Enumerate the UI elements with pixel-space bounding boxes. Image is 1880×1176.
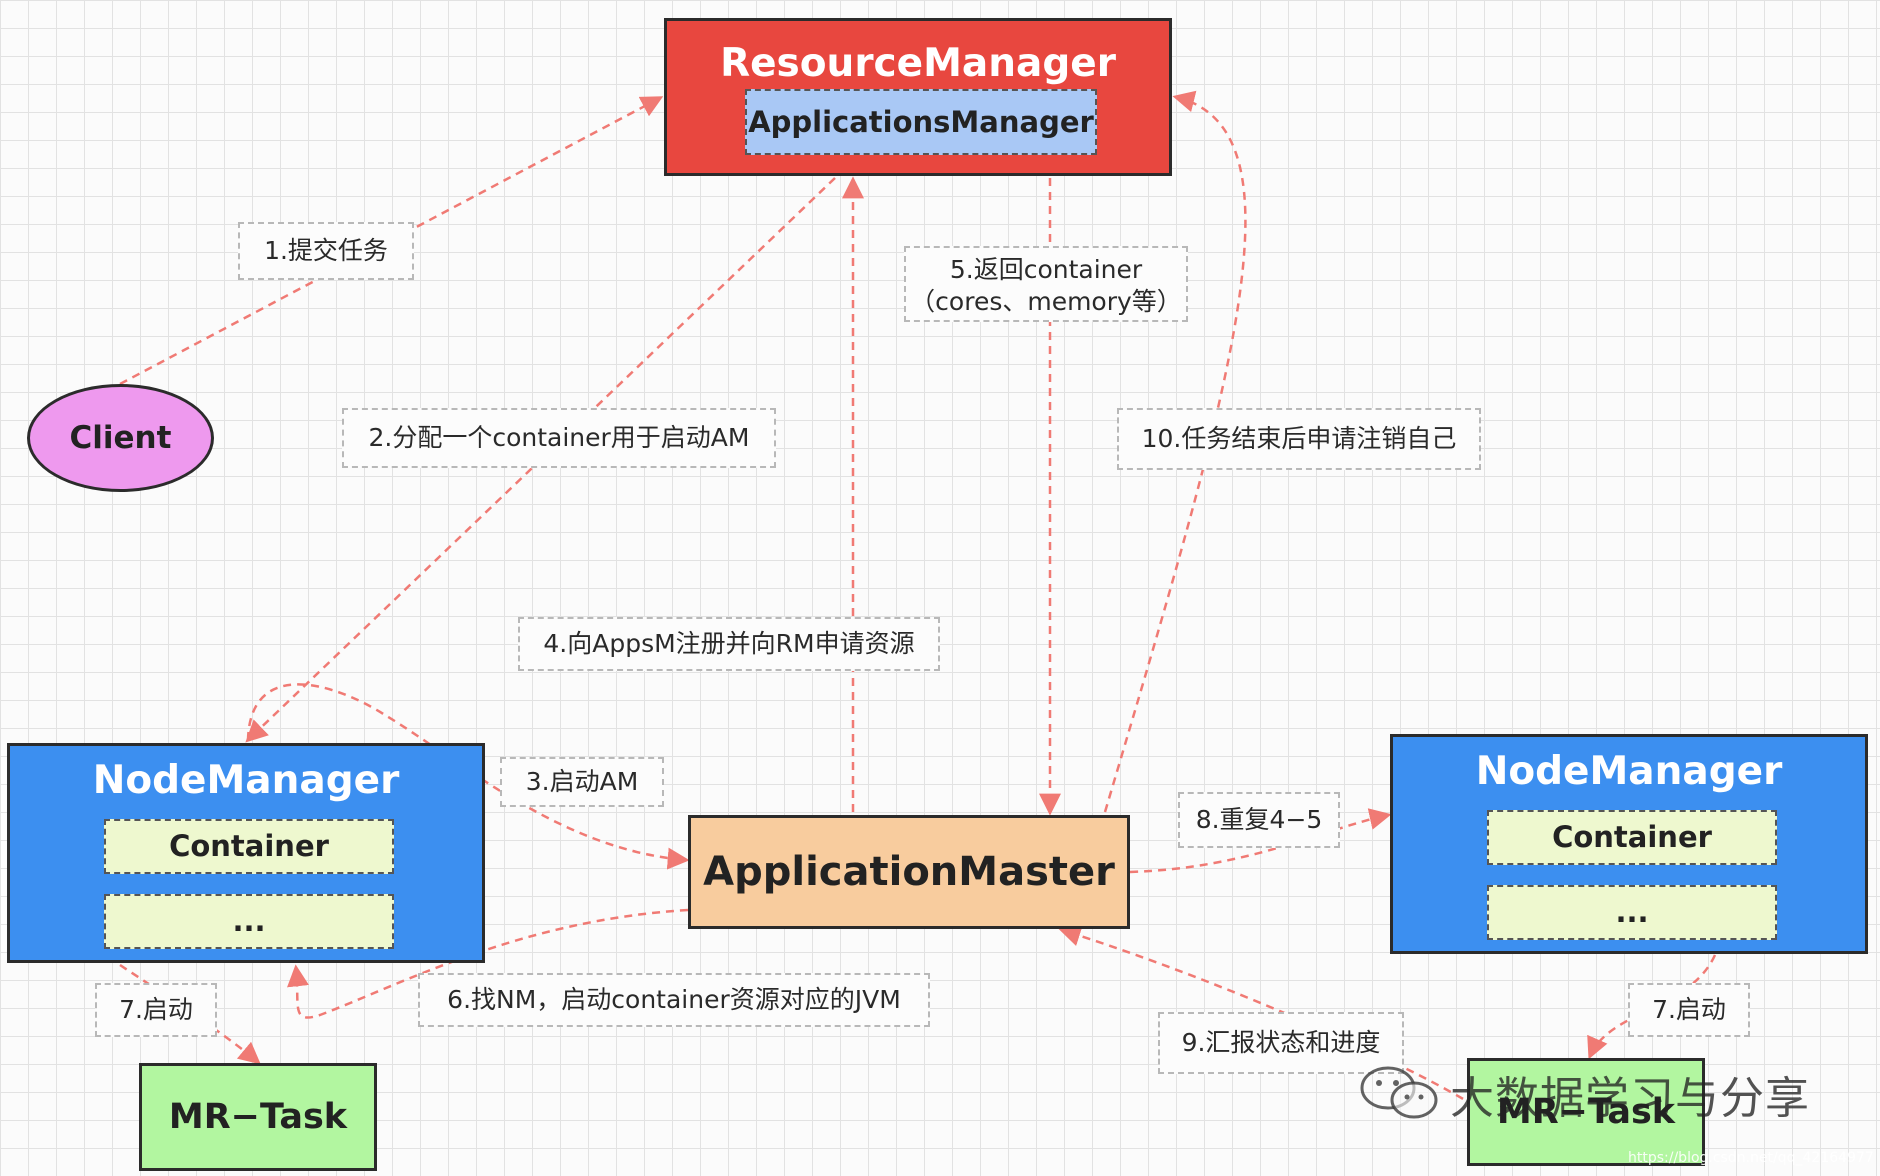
mr-task-left: MR−Task xyxy=(139,1063,377,1171)
label-step7-right: 7.启动 xyxy=(1628,983,1750,1037)
label-step4: 4.向AppsM注册并向RM申请资源 xyxy=(518,617,940,671)
label-step7-left: 7.启动 xyxy=(95,983,217,1037)
node-manager-left: NodeManager Container ... xyxy=(7,743,485,963)
label-step5: 5.返回container （cores、memory等） xyxy=(904,246,1188,322)
watermark-text: 大数据学习与分享 xyxy=(1450,1073,1810,1124)
resource-manager: ResourceManager ApplicationsManager xyxy=(664,18,1172,176)
applications-manager: ApplicationsManager xyxy=(745,89,1097,155)
label-step5-line2: （cores、memory等） xyxy=(910,287,1182,316)
watermark-url: https://blog.csdn.net/qq_42164977 xyxy=(1628,1150,1874,1166)
label-step6: 6.找NM，启动container资源对应的JVM xyxy=(418,973,930,1027)
label-step2: 2.分配一个container用于启动AM xyxy=(342,408,776,468)
mr-task-right: MR−Task xyxy=(1467,1058,1705,1166)
container-left-more: ... xyxy=(104,894,394,949)
label-step3: 3.启动AM xyxy=(500,757,664,807)
arrow-submit-task xyxy=(119,96,664,386)
arrow-launch-task-left xyxy=(119,963,261,1065)
container-right-more: ... xyxy=(1487,885,1777,940)
client-node: Client xyxy=(27,384,214,492)
arrow-repeat-steps xyxy=(1129,808,1392,874)
arrow-unregister xyxy=(1103,90,1247,813)
arrow-launch-am xyxy=(246,683,690,870)
label-step1: 1.提交任务 xyxy=(238,222,414,280)
application-master: ApplicationMaster xyxy=(688,815,1130,929)
wechat-icon xyxy=(1360,1066,1438,1119)
node-manager-left-title: NodeManager xyxy=(92,758,400,803)
label-step9: 9.汇报状态和进度 xyxy=(1158,1012,1404,1074)
container-left: Container xyxy=(104,819,394,874)
node-manager-right-title: NodeManager xyxy=(1475,749,1783,794)
label-step8: 8.重复4−5 xyxy=(1178,792,1340,848)
arrow-report-status xyxy=(1058,925,1476,1108)
label-step10: 10.任务结束后申请注销自己 xyxy=(1117,408,1481,470)
label-step5-line1: 5.返回container xyxy=(949,255,1143,284)
container-right: Container xyxy=(1487,810,1777,865)
arrow-start-container xyxy=(287,908,689,1019)
node-manager-right: NodeManager Container ... xyxy=(1390,734,1868,954)
resource-manager-title: ResourceManager xyxy=(720,41,1116,86)
